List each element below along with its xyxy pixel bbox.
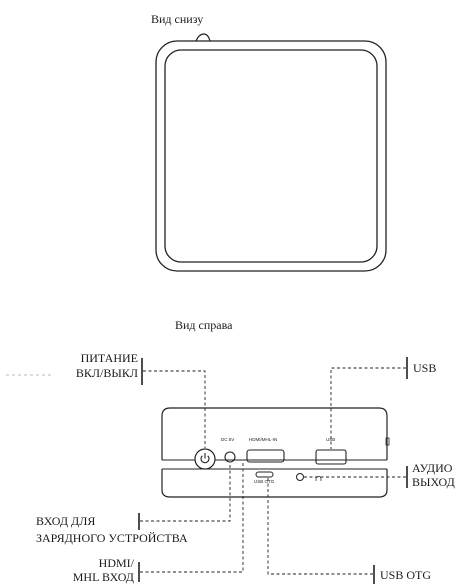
right-view-title: Вид справа (175, 318, 233, 332)
power-leader (143, 370, 206, 448)
bottom-view-device (155, 33, 387, 272)
usb-leader (330, 367, 406, 449)
charger-callout-line1: ВХОД ДЛЯ (36, 514, 96, 528)
charger-leader (140, 463, 231, 522)
dc-port-label: DC 5V (221, 437, 235, 442)
usb-port-label: USB (326, 437, 336, 442)
usb-otg-leader (267, 478, 373, 575)
right-view-bottom-section (161, 469, 388, 498)
dc-port (224, 451, 236, 463)
power-callout-line2: ВКЛ/ВЫКЛ (75, 366, 138, 380)
usb-port (315, 449, 347, 465)
right-view-top-section (161, 407, 388, 460)
hdmi-callout-line2: MHL ВХОД (72, 570, 134, 584)
usb-otg-port-label: USB OTG (254, 479, 275, 484)
bottom-view-title: Вид снизу (151, 12, 204, 26)
usb-otg-port (255, 471, 274, 478)
power-icon (200, 455, 210, 464)
power-button-ring (194, 448, 216, 470)
hdmi-callout-line1: HDMI/ (98, 556, 134, 570)
hdmi-port-label: HDMI/MHL-IN (249, 437, 278, 442)
charger-callout-line2: ЗАРЯДНОГО УСТРОЙСТВА (36, 531, 188, 545)
audio-callout-line2: ВЫХОД (412, 475, 455, 489)
audio-jack (296, 473, 304, 481)
right-view-device (161, 407, 390, 498)
bottom-view-top-tab (195, 33, 211, 42)
power-callout-line1: ПИТАНИЕ (80, 351, 138, 365)
usb-otg-callout: USB OTG (380, 568, 432, 582)
usb-callout: USB (413, 361, 437, 375)
hdmi-leader (140, 463, 244, 573)
bottom-view-outer-shell (155, 40, 387, 272)
audio-callout-line1: АУДИО (412, 461, 453, 475)
bottom-view-inner-panel (164, 49, 378, 263)
hdmi-port (246, 449, 285, 463)
headphone-icon (315, 476, 322, 481)
callout-leaders (6, 357, 408, 584)
right-view-side-nub (385, 437, 390, 446)
